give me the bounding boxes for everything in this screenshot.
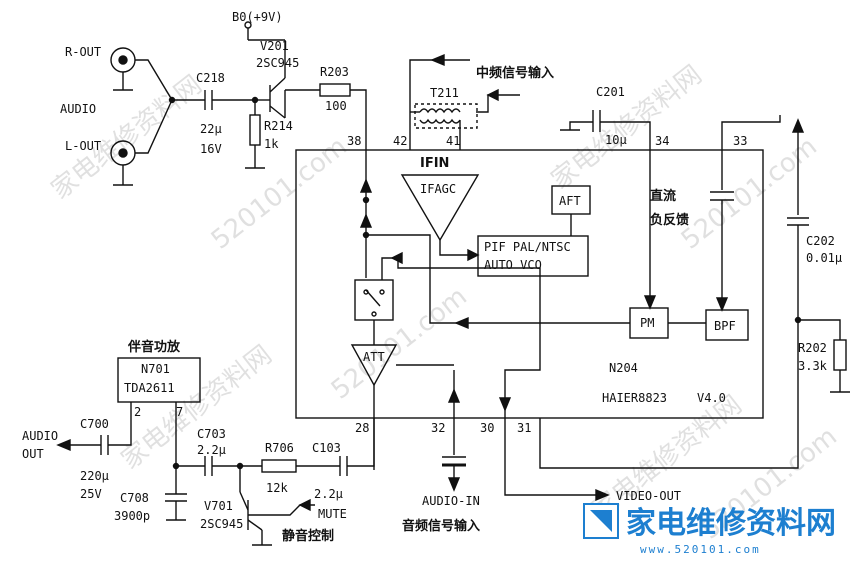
audio-out-label-1: AUDIO [22,429,58,443]
capacitor-audio-in [442,456,466,467]
c700-label: C700 [80,417,109,431]
r202-value: 3.3k [798,359,828,373]
v701-label: V701 [204,499,233,513]
mute-cn-label: 静音控制 [282,528,334,544]
v201-label: V201 [260,39,289,53]
aft-label: AFT [559,194,581,208]
audio-in-label: AUDIO-IN [422,494,480,508]
c708-label: C708 [120,491,149,505]
n204-label: N204 [609,361,638,375]
pif-label-1: PIF PAL/NTSC [484,240,571,254]
r706-label: R706 [265,441,294,455]
c700-voltage: 25V [80,487,102,501]
pif-label-2: AUTO VCO [484,258,542,272]
pin-31: 31 [517,421,531,435]
audio-in-cn-label: 音频信号输入 [402,518,480,534]
r-out-label: R-OUT [65,45,101,59]
amp-title: 伴音功放 [127,339,181,355]
pin-33: 33 [733,134,747,148]
c703-value: 2.2μ [197,443,226,457]
c708-value: 3900p [114,509,150,523]
b0-label: B0(+9V) [232,10,283,24]
ifagc-label: IFAGC [420,182,456,196]
pin-38: 38 [347,134,361,148]
r214-label: R214 [264,119,293,133]
c103-value: 2.2μ [314,487,343,501]
haier-label: HAIER8823 [602,391,667,405]
brand-name: 家电维修资料网 [626,506,836,541]
transformer-t211 [414,103,478,129]
capacitor-c700 [100,435,109,455]
c218-voltage: 16V [200,142,222,156]
dc-feedback-label-1: 直流 [650,188,676,204]
audio-out-label-2: OUT [22,447,44,461]
c703-label: C703 [197,427,226,441]
c201-value: 10μ [605,133,627,147]
capacitor-c703 [204,456,213,476]
t211-label: T211 [430,86,459,100]
pif-block [477,235,589,277]
ic-n701-box [117,357,201,403]
bpf-label: BPF [714,319,736,333]
r203-label: R203 [320,65,349,79]
v201-part: 2SC945 [256,56,299,70]
att-label: ATT [363,350,385,364]
ifin-label: IFIN [420,156,449,171]
rca-jack-r-out [110,47,136,91]
bpf-block [705,309,749,341]
brand-url: www.520101.com [640,543,761,556]
pin-2: 2 [134,405,141,419]
version-label: V4.0 [697,391,726,405]
c103-label: C103 [312,441,341,455]
c202-value: 0.01μ [806,251,842,265]
capacitor-c708 [165,493,187,502]
r706-value: 12k [266,481,288,495]
video-out-label: VIDEO-OUT [616,489,681,503]
watermark-url: 520101.com [326,281,473,405]
resistor-r214 [249,114,261,146]
pin-7: 7 [176,405,183,419]
ic-n204-box [295,149,764,419]
pin-30: 30 [480,421,494,435]
brand-logo: 家电维修资料网 www.520101.com [583,503,836,556]
c700-value: 220μ [80,469,109,483]
resistor-r706 [261,459,297,473]
mute-label: MUTE [318,507,347,521]
pin-41: 41 [446,134,460,148]
transistor-v701 [239,466,272,546]
r202-label: R202 [798,341,827,355]
v701-part: 2SC945 [200,517,243,531]
audio-label: AUDIO [60,102,96,116]
r203-value: 100 [325,99,347,113]
if-input-label: 中频信号输入 [476,65,554,81]
pin-28: 28 [355,421,369,435]
l-out-label: L-OUT [65,139,101,153]
capacitor-c201 [592,110,601,132]
pm-label: PM [640,316,654,330]
resistor-r202 [833,339,847,371]
tda-label: TDA2611 [124,381,175,395]
n701-label: N701 [141,362,170,376]
transistor-v201 [255,77,286,119]
c202-label: C202 [806,234,835,248]
pin-32: 32 [431,421,445,435]
c218-value: 22μ [200,122,222,136]
capacitor-c202 [787,217,809,226]
dc-feedback-label-2: 负反馈 [650,212,689,228]
r214-value: 1k [264,137,279,151]
c201-label: C201 [596,85,625,99]
resistor-r203 [319,83,351,97]
c218-label: C218 [196,71,225,85]
att-amplifier [350,344,398,387]
capacitor-c103 [339,456,348,476]
pin-34: 34 [655,134,669,148]
pin-42: 42 [393,134,407,148]
ifagc-amplifier [400,174,480,242]
